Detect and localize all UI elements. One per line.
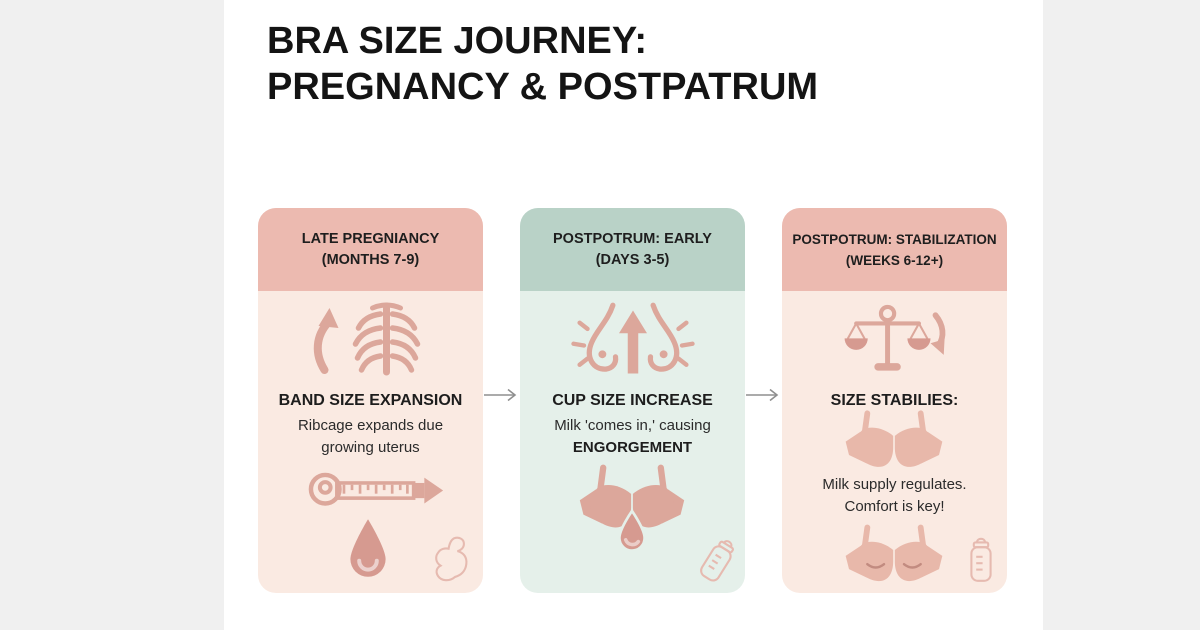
cup-increase-icon <box>571 302 695 374</box>
tape-arrow-head <box>424 477 444 504</box>
card-postpartum-stabilization: POSTPOTRUM: STABILIZATION (WEEKS 6-12+) … <box>782 208 1007 593</box>
arrow-right-icon <box>746 388 779 402</box>
baby-bottle-icon <box>970 537 992 582</box>
pregnant-woman-icon <box>435 536 468 582</box>
card-header-line1: POSTPOTRUM: EARLY <box>553 230 712 247</box>
balance-scale-icon <box>844 304 946 371</box>
measuring-tape-icon <box>308 472 444 506</box>
baby-bottle-tilted-icon <box>690 530 745 590</box>
milk-drop-icon <box>350 519 386 577</box>
card-body-line1: Ribcage expands due <box>297 417 444 434</box>
card-postpartum-stabilization-header: POSTPOTRUM: STABILIZATION (WEEKS 6-12+) <box>782 208 1007 291</box>
card-body-line2: ENGORGEMENT <box>572 439 693 456</box>
page-title-line2: PREGNANCY & POSTPATRUM <box>267 66 819 108</box>
card-body-line1: Milk supply regulates. <box>822 476 967 493</box>
card-heading: BAND SIZE EXPANSION <box>278 392 463 409</box>
up-arrow-icon <box>313 318 333 374</box>
card-header-line2: (MONTHS 7-9) <box>321 251 420 268</box>
page-title-line1: BRA SIZE JOURNEY: <box>267 20 648 62</box>
card-late-pregnancy: LATE PREGNIANCY (MONTHS 7-9) BAND SIZE E… <box>258 208 483 593</box>
bra-leaking-icon <box>579 464 685 552</box>
bra-icon <box>845 410 943 467</box>
up-arrow-icon <box>619 310 647 374</box>
card-header-line1: LATE PREGNIANCY <box>301 230 440 247</box>
card-body-line1: Milk 'comes in,' causing <box>554 417 711 434</box>
ribcage-expansion-icon <box>313 302 421 376</box>
card-heading: SIZE STABILIES: <box>830 392 959 409</box>
page-title: BRA SIZE JOURNEY: PREGNANCY & POSTPATRUM <box>267 18 818 110</box>
down-arrow-head <box>930 339 945 355</box>
closed-eyes-detail <box>866 562 922 569</box>
card-postpartum-early: POSTPOTRUM: EARLY (DAYS 3-5) CUP SIZE IN… <box>520 208 745 593</box>
card-header-line1: POSTPOTRUM: STABILIZATION <box>792 231 997 247</box>
card-header-line2: (DAYS 3-5) <box>595 251 670 268</box>
up-arrow-head <box>318 308 339 328</box>
card-body-line2: Comfort is key! <box>844 498 945 515</box>
card-heading: CUP SIZE INCREASE <box>552 392 713 409</box>
card-body-line2: growing uterus <box>321 439 420 456</box>
card-header-line2: (WEEKS 6-12+) <box>845 252 944 268</box>
arrow-right-icon <box>484 388 517 402</box>
card-late-pregnancy-header: LATE PREGNIANCY (MONTHS 7-9) <box>258 208 483 291</box>
card-postpartum-early-header: POSTPOTRUM: EARLY (DAYS 3-5) <box>520 208 745 291</box>
bra-resting-icon <box>845 524 943 582</box>
